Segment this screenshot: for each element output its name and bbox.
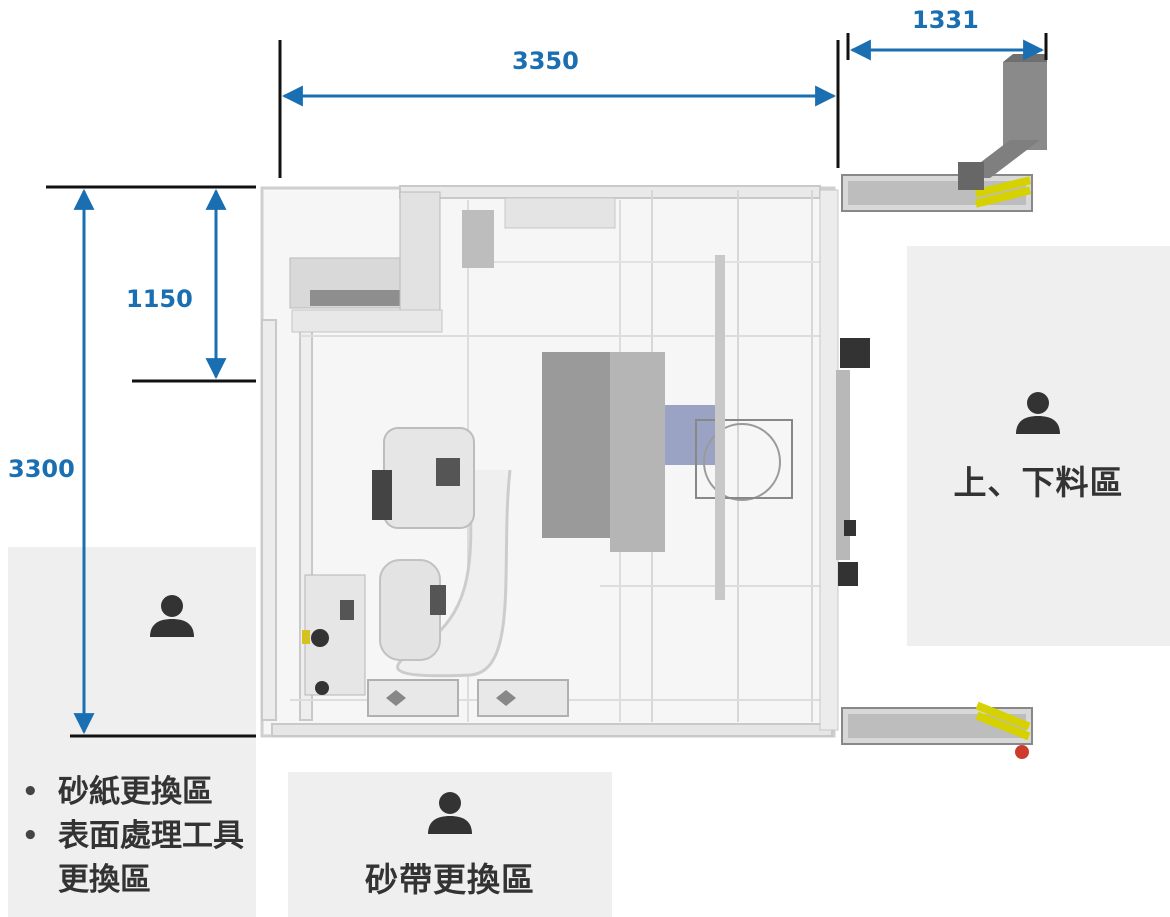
list-item-text: 砂紙更換區 <box>58 774 213 810</box>
work-table <box>542 255 793 600</box>
robot-arm <box>372 427 512 678</box>
dimension-1331 <box>846 33 1048 61</box>
dimension-3300 <box>46 185 256 738</box>
person-icon <box>1016 392 1060 434</box>
person-icon <box>428 792 472 834</box>
bullet-icon: • <box>22 777 39 807</box>
person-icon <box>150 595 194 637</box>
belt-change-zone-label: 砂帶更換區 <box>365 860 535 899</box>
bullet-icon: • <box>22 821 39 851</box>
conveyor-bottom <box>841 701 1033 759</box>
right-guard <box>819 189 870 731</box>
list-item-text: 表面處理工具更換區 <box>58 818 244 898</box>
tool-rack <box>302 574 366 696</box>
list-item: • 砂紙更換區 <box>22 770 252 814</box>
list-item: • 表面處理工具更換區 <box>22 814 252 902</box>
loading-zone-label: 上、下料區 <box>953 463 1124 502</box>
dimension-3300-label: 3300 <box>8 455 75 483</box>
loading-zone <box>907 246 1170 646</box>
belt-units <box>367 679 569 717</box>
dimension-1150 <box>132 188 256 383</box>
platform-structure <box>289 191 616 333</box>
conveyor-top <box>841 174 1033 212</box>
dimension-1150-label: 1150 <box>126 285 193 313</box>
dimension-3350 <box>278 40 840 178</box>
sandpaper-change-zone <box>8 547 256 917</box>
dust-collector <box>958 54 1047 190</box>
dimension-3350-label: 3350 <box>512 47 579 75</box>
sandpaper-zone-list: • 砂紙更換區 • 表面處理工具更換區 <box>22 770 252 902</box>
dimension-1331-label: 1331 <box>912 6 979 34</box>
